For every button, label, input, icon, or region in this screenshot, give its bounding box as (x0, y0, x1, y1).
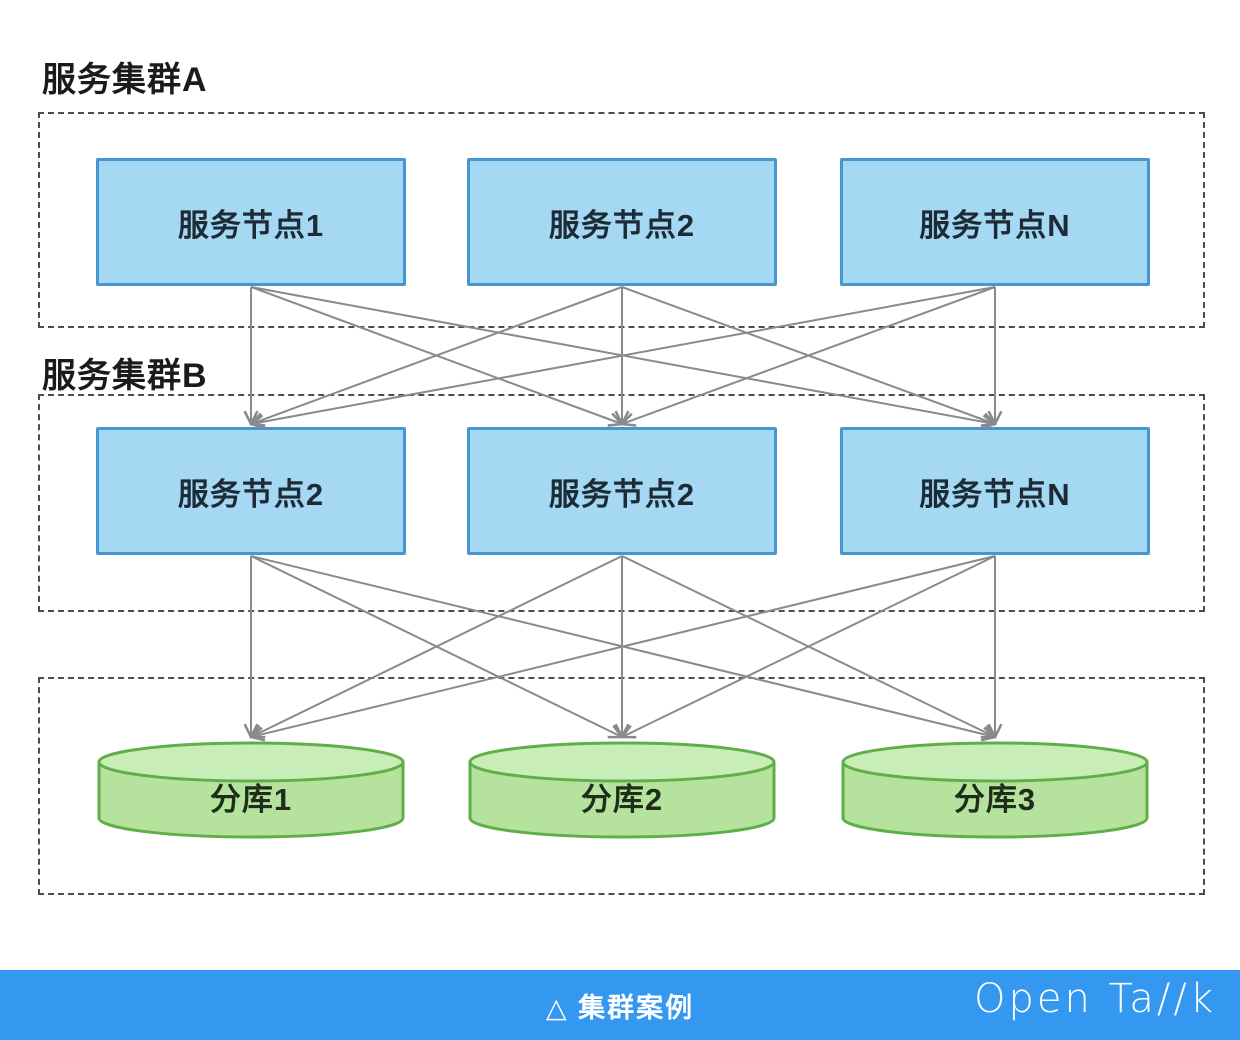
footer-bar: △ 集群案例 Open Ta//k (0, 970, 1240, 1040)
database-label: 分库3 (953, 782, 1037, 817)
node-a3: 服务节点N (840, 158, 1150, 286)
node-a2: 服务节点2 (467, 158, 777, 286)
database-label: 分库2 (580, 782, 664, 817)
node-b1: 服务节点2 (96, 427, 406, 555)
cluster-a-label: 服务集群A (42, 61, 208, 99)
node-a1: 服务节点1 (96, 158, 406, 286)
database-cylinder-2: 分库2 (467, 740, 777, 840)
database-cylinder-1: 分库1 (96, 740, 406, 840)
cluster-b-label: 服务集群B (42, 357, 208, 395)
node-b3: 服务节点N (840, 427, 1150, 555)
open-talk-logo: Open Ta//k (974, 976, 1216, 1022)
database-icon (97, 741, 405, 839)
database-icon (841, 741, 1149, 839)
node-b2: 服务节点2 (467, 427, 777, 555)
database-cylinder-3: 分库3 (840, 740, 1150, 840)
database-icon (468, 741, 776, 839)
figure-caption: △ 集群案例 (545, 992, 695, 1023)
database-label: 分库1 (209, 782, 293, 817)
